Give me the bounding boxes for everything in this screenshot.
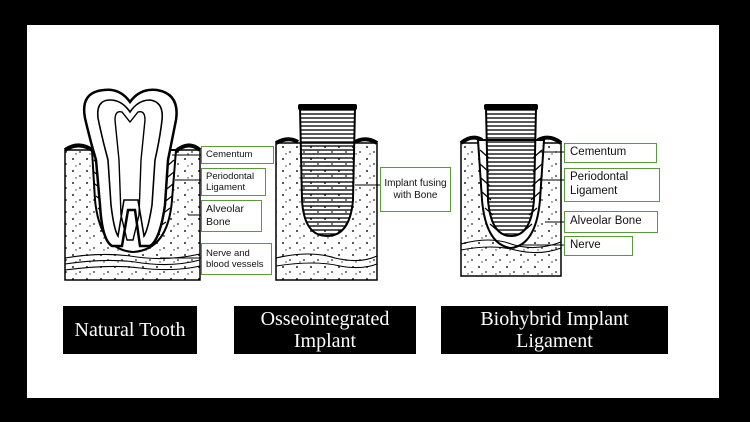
title-osseointegrated-implant: Osseointegrated Implant (234, 306, 416, 354)
pulp-canal (114, 110, 146, 241)
label-nerve-vessels-natural: Nerve and blood vessels (201, 243, 272, 275)
osseointegrated-drawing (274, 104, 380, 281)
label-nerve-biohybrid: Nerve (564, 236, 633, 256)
label-periodontal-ligament-biohybrid: Periodontal Ligament (564, 168, 660, 202)
title-biohybrid-implant-ligament: Biohybrid Implant Ligament (441, 306, 668, 354)
label-alveolar-bone-biohybrid: Alveolar Bone (564, 211, 658, 233)
title-natural-tooth: Natural Tooth (63, 306, 197, 354)
bio-nerve-lines (460, 239, 562, 254)
label-alveolar-bone-natural: Alveolar Bone (201, 200, 262, 232)
nerve-lines (64, 253, 201, 271)
natural-tooth-drawing (63, 88, 202, 281)
tooth-outline (82, 88, 178, 248)
enamel-line (96, 99, 164, 239)
implant-head (298, 104, 357, 110)
natural-leader-lines (160, 154, 201, 259)
bio-implant-screw (484, 107, 538, 238)
implant-screw (298, 107, 357, 238)
biohybrid-drawing (459, 104, 564, 277)
implant-gum-right (354, 137, 379, 145)
label-implant-fusing: Implant fusing with Bone (380, 167, 451, 212)
label-cementum-natural: Cementum (201, 146, 274, 164)
bio-implant-head (484, 104, 538, 110)
implant-gum-left (274, 137, 300, 145)
bio-leader-lines (520, 151, 564, 246)
implant-nerve-lines (275, 253, 378, 269)
label-periodontal-ligament-natural: Periodontal Ligament (201, 168, 266, 196)
label-cementum-biohybrid: Cementum (564, 143, 657, 163)
